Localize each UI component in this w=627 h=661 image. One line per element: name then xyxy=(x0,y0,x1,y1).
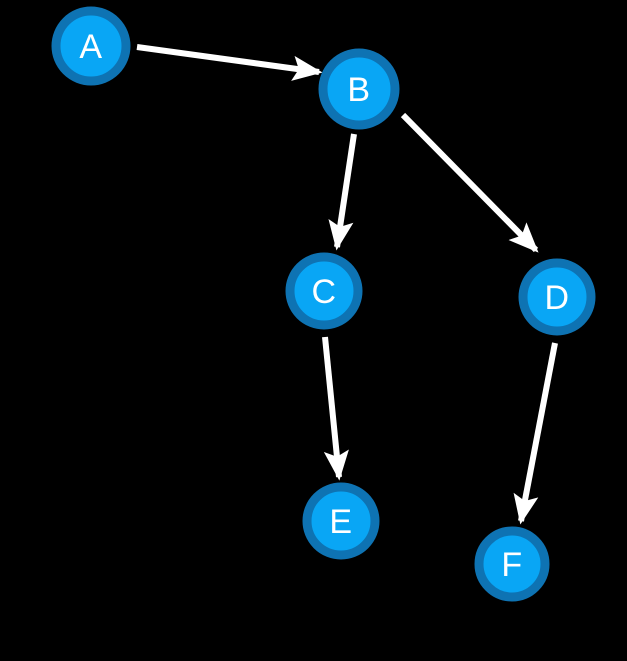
graph-edge-d-to-f[interactable] xyxy=(513,342,558,525)
node-circle-d[interactable] xyxy=(518,258,596,336)
graph-edge-a-to-b[interactable] xyxy=(136,44,323,81)
graph-edge-b-to-c[interactable] xyxy=(328,133,357,251)
node-circle-e[interactable] xyxy=(302,482,380,560)
graph-node-d[interactable]: D xyxy=(518,258,596,336)
nodes-layer: A B C D E F xyxy=(51,6,596,602)
edges-layer xyxy=(136,44,558,525)
graph-node-c[interactable]: C xyxy=(285,252,363,330)
graph-edge-b-to-d[interactable] xyxy=(400,112,539,253)
node-label-f: F xyxy=(501,546,522,584)
node-label-d: D xyxy=(544,279,569,317)
node-circle-b[interactable] xyxy=(318,48,400,130)
graph-node-b[interactable]: B xyxy=(318,48,400,130)
graph-edge-c-to-e[interactable] xyxy=(322,336,349,481)
node-label-c: C xyxy=(311,273,336,311)
graph-node-a[interactable]: A xyxy=(51,6,131,86)
node-label-e: E xyxy=(329,503,352,541)
node-label-b: B xyxy=(347,71,370,109)
graph-node-e[interactable]: E xyxy=(302,482,380,560)
node-circle-a[interactable] xyxy=(51,6,131,86)
node-label-a: A xyxy=(79,28,102,66)
graph-node-f[interactable]: F xyxy=(474,526,550,602)
node-circle-c[interactable] xyxy=(285,252,363,330)
node-circle-f[interactable] xyxy=(474,526,550,602)
